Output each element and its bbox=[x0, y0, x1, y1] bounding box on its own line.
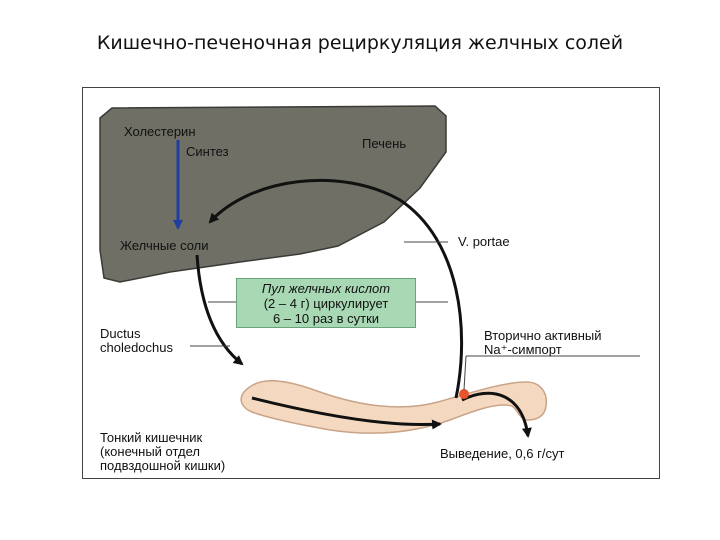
pool-line-2: (2 – 4 г) циркулирует bbox=[263, 296, 389, 311]
slide-title: Кишечно-печеночная рециркуляция желчных … bbox=[96, 32, 624, 54]
label-small-intestine: Тонкий кишечник bbox=[100, 430, 203, 445]
label-terminal-part: (конечный отдел bbox=[100, 444, 200, 459]
label-excretion: Выведение, 0,6 г/сут bbox=[440, 446, 565, 461]
label-liver: Печень bbox=[362, 136, 407, 151]
label-choledochus: choledochus bbox=[100, 340, 173, 355]
transport-marker-dot bbox=[459, 389, 469, 399]
label-bile-salts: Желчные соли bbox=[120, 238, 209, 253]
label-na-symport: Na⁺-симпорт bbox=[484, 342, 562, 357]
excretion-arrow bbox=[461, 391, 532, 438]
intestine-shape bbox=[240, 380, 548, 434]
label-v-portae: V. portae bbox=[458, 234, 510, 249]
bile-acid-pool-box: Пул желчных кислот (2 – 4 г) циркулирует… bbox=[236, 278, 416, 328]
label-synthesis: Синтез bbox=[186, 144, 229, 159]
label-cholesterol: Холестерин bbox=[124, 124, 196, 139]
pool-line-1: Пул желчных кислот bbox=[261, 281, 391, 296]
liver-shape bbox=[99, 105, 447, 283]
label-secondary-active: Вторично активный bbox=[484, 328, 602, 343]
secondary-pointer bbox=[463, 355, 467, 391]
pool-line-3: 6 – 10 раз в сутки bbox=[272, 311, 380, 326]
bile-flow-arrow bbox=[195, 254, 244, 366]
label-ductus: Ductus bbox=[100, 326, 141, 341]
portal-return-arrow bbox=[208, 178, 464, 399]
intestine-flow-arrow bbox=[251, 396, 442, 430]
label-ileum: подвздошной кишки) bbox=[100, 458, 226, 473]
